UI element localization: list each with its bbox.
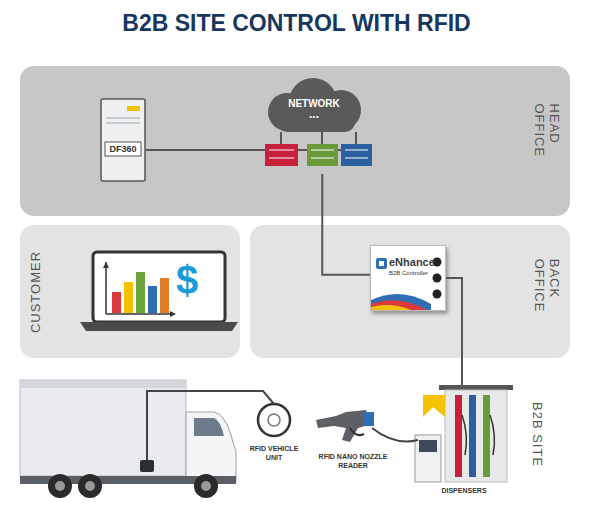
connector-line: [322, 174, 370, 275]
cloud-icon: [255, 78, 373, 174]
cloud-dots: ...: [255, 107, 373, 121]
device-label: RFID NANO NOZZLE READER: [318, 452, 388, 470]
fuel-hose: [372, 428, 418, 442]
network-cloud: NETWORK...: [255, 78, 373, 174]
office-band: HEAD OFFICE DF360 NETWORK...: [20, 66, 570, 216]
zone-label: B2B SITE: [530, 385, 545, 485]
device-label: RFID VEHICLE UNIT: [246, 444, 302, 462]
nozzle-reader: RFID NANO NOZZLE READER: [306, 398, 400, 490]
currency-symbol: $: [176, 258, 198, 303]
band-label: CUSTOMER: [28, 250, 43, 332]
connector-line: [146, 149, 255, 151]
diagram-title: B2B SITE CONTROL WITH RFID: [0, 10, 593, 37]
rfid-wire: [147, 391, 274, 460]
server-box: DF360: [100, 98, 146, 182]
laptop-illustration: [80, 252, 238, 331]
rfid-ring: [246, 398, 302, 478]
band-label: BACK OFFICE: [532, 258, 562, 325]
dispenser-group: DISPENSERS: [405, 385, 523, 503]
nozzle-icon: [306, 398, 400, 490]
customer-band: CUSTOMER: [20, 225, 240, 358]
device-label: DISPENSERS: [405, 487, 523, 494]
dispenser-icon: [405, 385, 523, 503]
office-band: BACK OFFICE eNhanceB2B Controller: [250, 225, 570, 358]
device-name: B2B Controller: [389, 270, 433, 276]
rfid-unit: RFID VEHICLE UNIT: [246, 398, 302, 478]
controller-art: [371, 246, 445, 310]
controller-box: eNhanceB2B Controller: [370, 245, 446, 311]
connector-line: [446, 278, 462, 385]
brand-name: eNhance: [389, 256, 435, 268]
server-icon: [100, 98, 146, 182]
band-label: HEAD OFFICE: [532, 104, 562, 179]
truck-illustration: [20, 380, 236, 498]
server-name: DF360: [105, 144, 141, 154]
